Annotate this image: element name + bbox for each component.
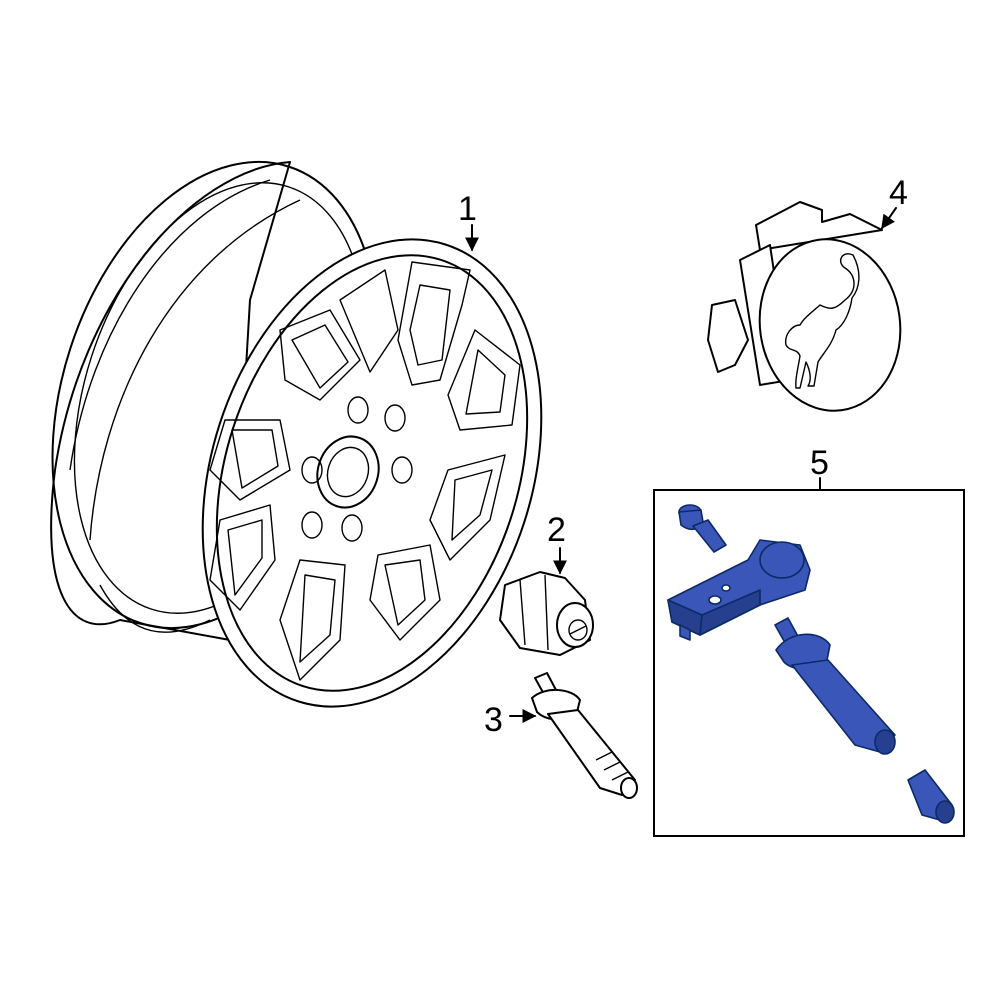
leader-lines — [465, 207, 897, 723]
callout-3: 3 — [484, 701, 503, 739]
lug-hole — [347, 396, 369, 424]
wheel[interactable] — [0, 120, 598, 751]
tpms-sensor — [667, 539, 811, 641]
lug-hole — [341, 514, 363, 542]
lug-nut[interactable] — [499, 571, 594, 656]
horse-emblem — [785, 253, 860, 389]
wheel-spokes — [209, 261, 521, 681]
center-cap[interactable] — [707, 201, 911, 420]
tpms-kit-box — [653, 489, 965, 837]
tpms-valve-stem — [774, 617, 896, 755]
valve-stem[interactable] — [531, 672, 638, 799]
center-cap-face — [758, 238, 902, 412]
callout-1: 1 — [458, 190, 477, 228]
lug-hole — [301, 456, 323, 484]
lug-hole — [391, 456, 413, 484]
lug-hole — [301, 511, 323, 539]
tpms-kit[interactable] — [667, 504, 955, 824]
callout-5: 5 — [810, 444, 829, 482]
callout-4: 4 — [889, 174, 908, 212]
lug-hole — [384, 404, 406, 432]
callout-2: 2 — [547, 511, 566, 549]
tpms-valve-cap — [907, 769, 955, 824]
tpms-screw — [678, 504, 727, 553]
